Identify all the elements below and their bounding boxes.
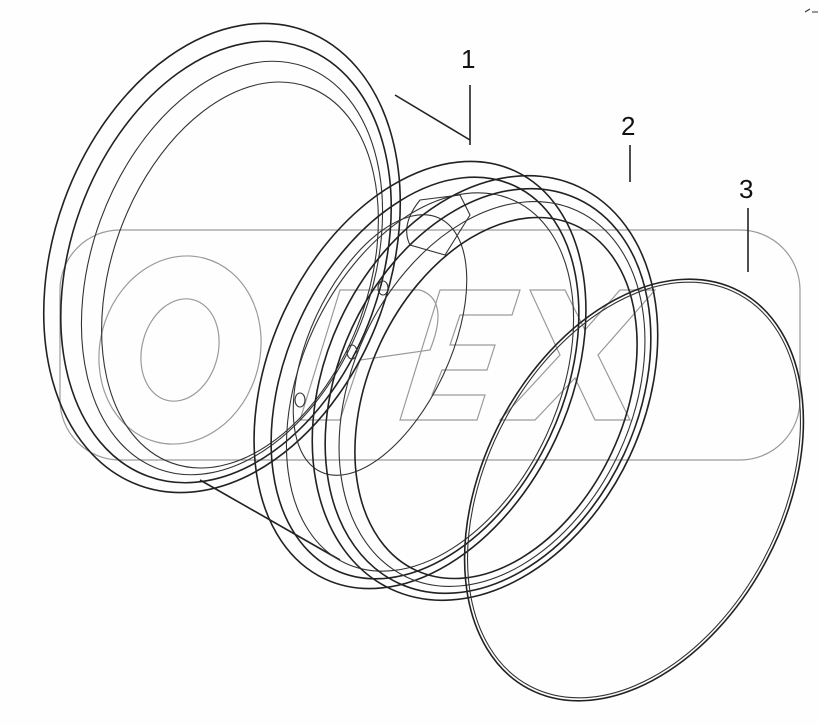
callout-2: 2 <box>621 111 636 141</box>
callout-3: 3 <box>739 174 754 204</box>
part-2-lock-ring <box>311 174 659 602</box>
corner-mark <box>804 8 818 13</box>
part-1-rim <box>42 22 587 590</box>
watermark-logo <box>59 229 801 461</box>
part-3-o-ring <box>463 278 805 702</box>
callout-1: 1 <box>461 44 476 74</box>
